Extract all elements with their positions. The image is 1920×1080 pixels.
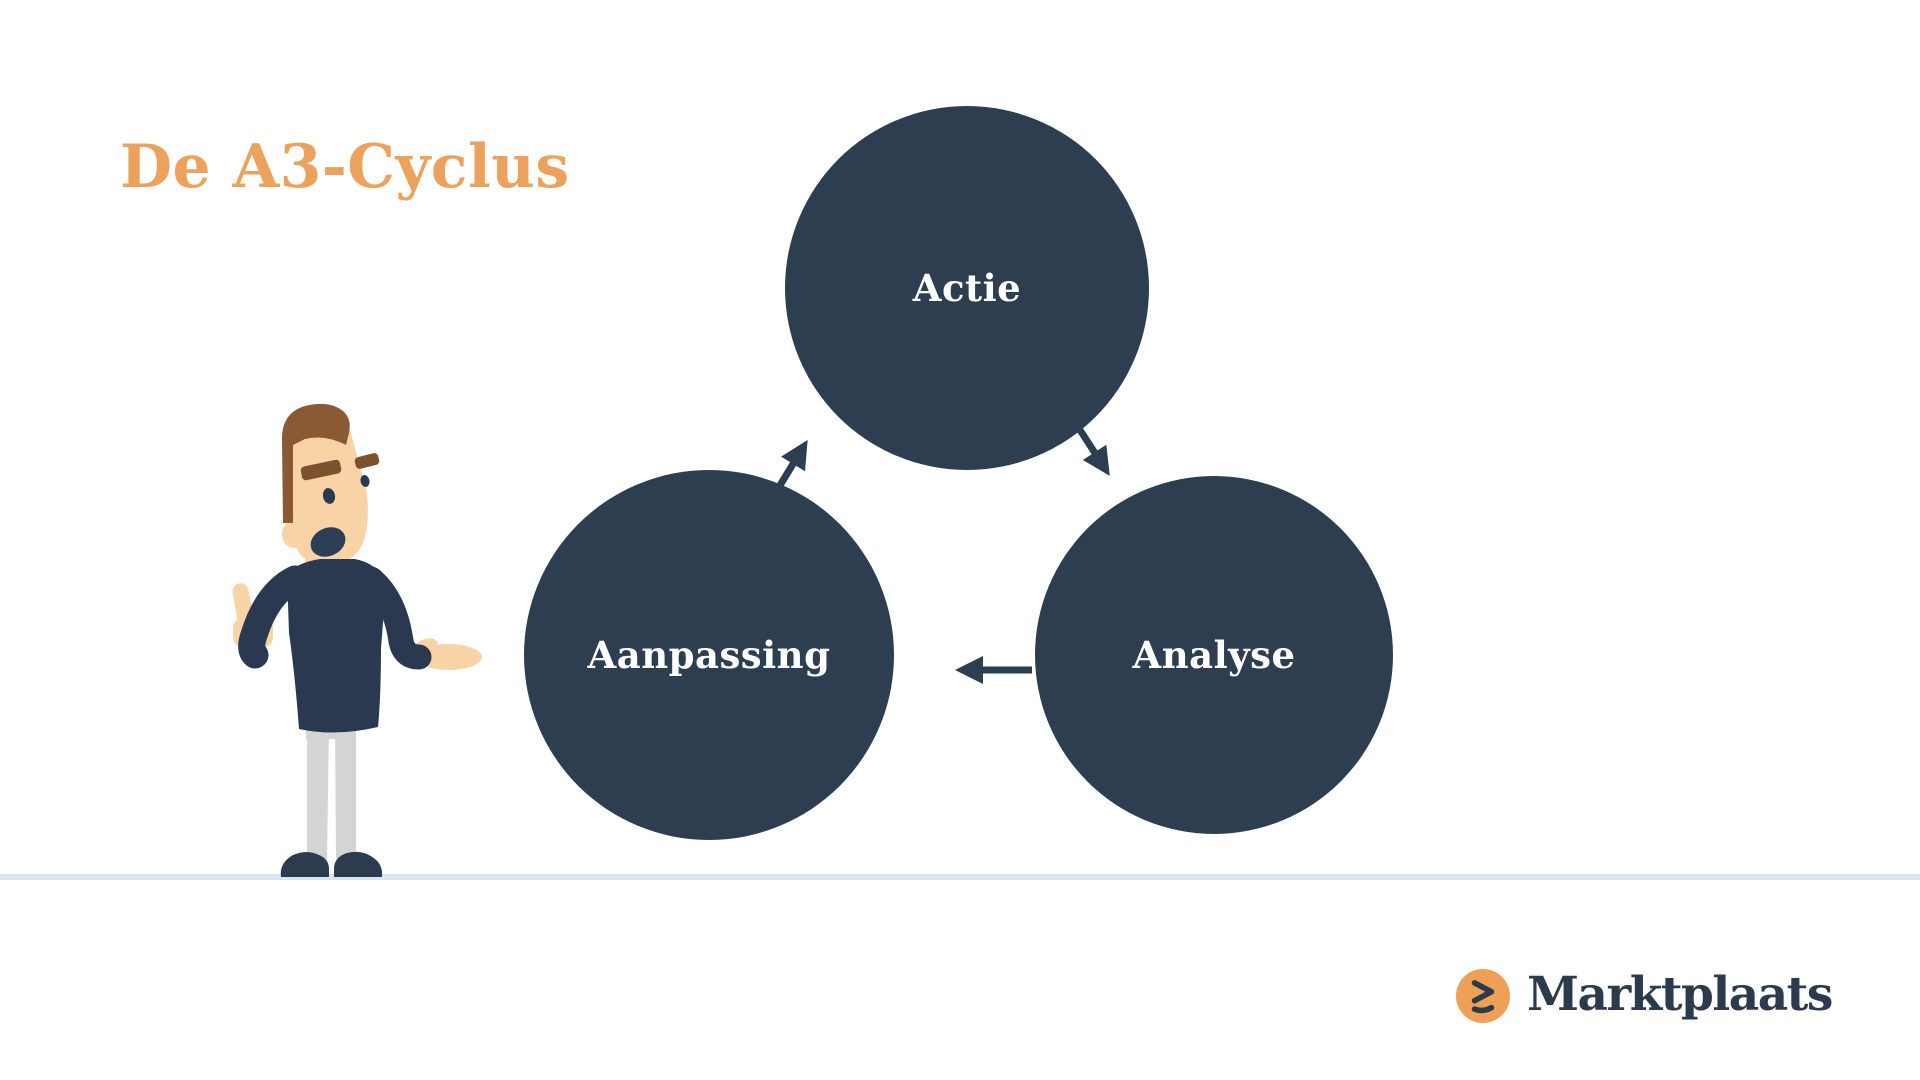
- brand-name: Marktplaats: [1527, 966, 1833, 1022]
- character-arm-left: [238, 565, 309, 669]
- cycle-node-analyse: Analyse: [1035, 476, 1393, 834]
- character-arm-right: [358, 566, 432, 670]
- character-eye-left: [322, 488, 336, 504]
- open-palm-hand: [414, 638, 482, 670]
- marktplaats-chevron-icon: [1456, 969, 1510, 1023]
- character-face: [293, 417, 368, 566]
- arrow-actie-to-analyse: [1077, 428, 1110, 476]
- arrow-aanpassing-to-actie: [776, 440, 808, 489]
- cycle-node-label: Analyse: [1132, 633, 1296, 677]
- character-leg-left: [307, 723, 329, 859]
- character-leg-right: [335, 723, 356, 859]
- character-hair: [281, 403, 350, 523]
- character-ear: [282, 520, 306, 548]
- character-torso: [287, 559, 385, 733]
- presenter-illustration: [232, 403, 482, 877]
- page-title: De A3-Cyclus: [120, 132, 570, 202]
- cycle-node-label: Actie: [912, 266, 1022, 310]
- brand-logo: Marktplaats: [1456, 966, 1833, 1026]
- character-mouth: [310, 527, 346, 557]
- thumbs-up-hand: [232, 583, 273, 648]
- cycle-node-label: Aanpassing: [587, 633, 831, 677]
- character-eye-right: [360, 475, 370, 487]
- character-neck: [305, 541, 335, 573]
- cycle-node-aanpassing: Aanpassing: [524, 470, 894, 840]
- footer-divider: [0, 874, 1920, 880]
- character-pants: [306, 719, 356, 739]
- cycle-node-actie: Actie: [785, 106, 1149, 470]
- character-eyebrow-right: [354, 453, 380, 469]
- character-eyebrow-left: [300, 459, 342, 481]
